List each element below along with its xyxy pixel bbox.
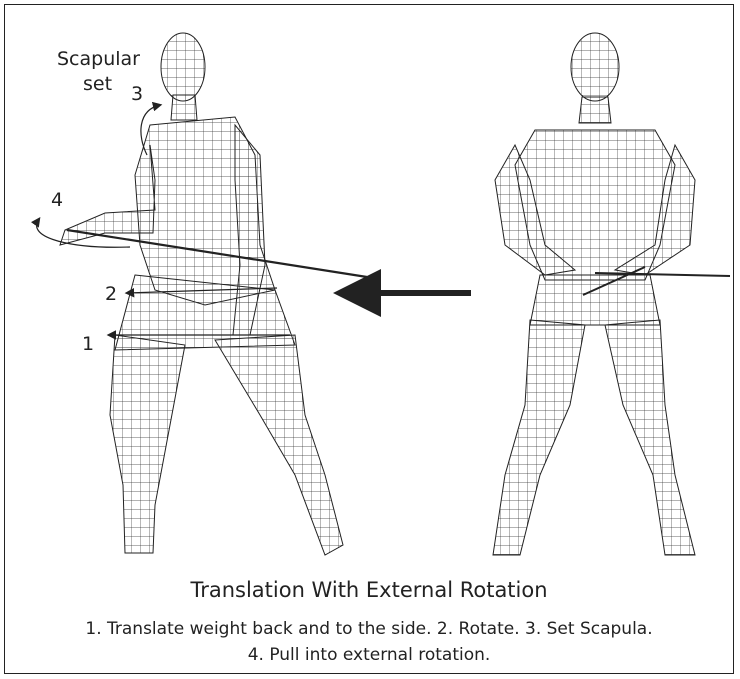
figure-frame: Scapular set 3 4 2 1 Translation With Ex…: [4, 4, 734, 674]
right-figure-left-leg: [493, 320, 585, 555]
step-1-label: 1: [82, 335, 94, 354]
right-figure-right-leg: [605, 320, 695, 555]
scapular-set-label: Scapular: [57, 50, 140, 69]
illustration: [5, 5, 734, 674]
caption-line-2: 4. Pull into external rotation.: [5, 645, 733, 665]
right-figure-neck: [579, 97, 611, 123]
right-figure: [493, 33, 695, 555]
step-3-label: 3: [131, 85, 143, 104]
right-figure-head: [571, 33, 619, 101]
left-figure-head: [161, 33, 205, 101]
left-figure-right-leg: [215, 335, 343, 555]
caption-line-1: 1. Translate weight back and to the side…: [5, 619, 733, 639]
left-figure: [60, 33, 343, 555]
left-figure-neck: [171, 95, 197, 120]
right-figure-hips: [530, 275, 660, 325]
left-figure-left-leg: [110, 335, 185, 553]
step-2-label: 2: [105, 285, 117, 304]
caption-title: Translation With External Rotation: [5, 578, 733, 602]
scapular-set-label-2: set: [83, 75, 112, 94]
step-4-label: 4: [51, 191, 63, 210]
